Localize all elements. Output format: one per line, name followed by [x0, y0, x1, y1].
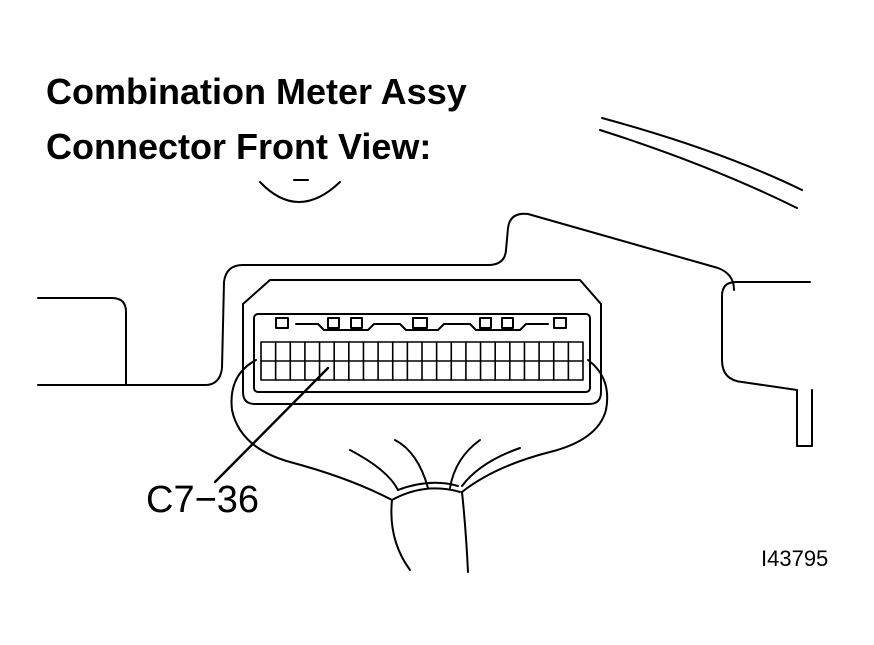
figure-id: I43795: [761, 546, 829, 571]
connector-inner-face: [253, 313, 591, 393]
cluster-arc-inner: [599, 129, 798, 209]
callout-leader-line: [213, 366, 330, 484]
knob-arc: [259, 181, 341, 203]
connector-outer-body: [242, 279, 602, 405]
title-line-1: Combination Meter Assy: [46, 71, 467, 112]
pin-grid: [260, 341, 584, 381]
cluster-arc-outer: [601, 117, 803, 191]
title-line-2: Connector Front View:: [46, 126, 432, 167]
connector-top-keys: [275, 317, 567, 331]
wire-harness-outline: [230, 359, 393, 501]
dashboard-panel-left: [37, 297, 127, 386]
pin-callout-label: C7−36: [146, 479, 260, 521]
meter-housing-outline: [125, 212, 735, 386]
right-bracket: [721, 281, 813, 447]
